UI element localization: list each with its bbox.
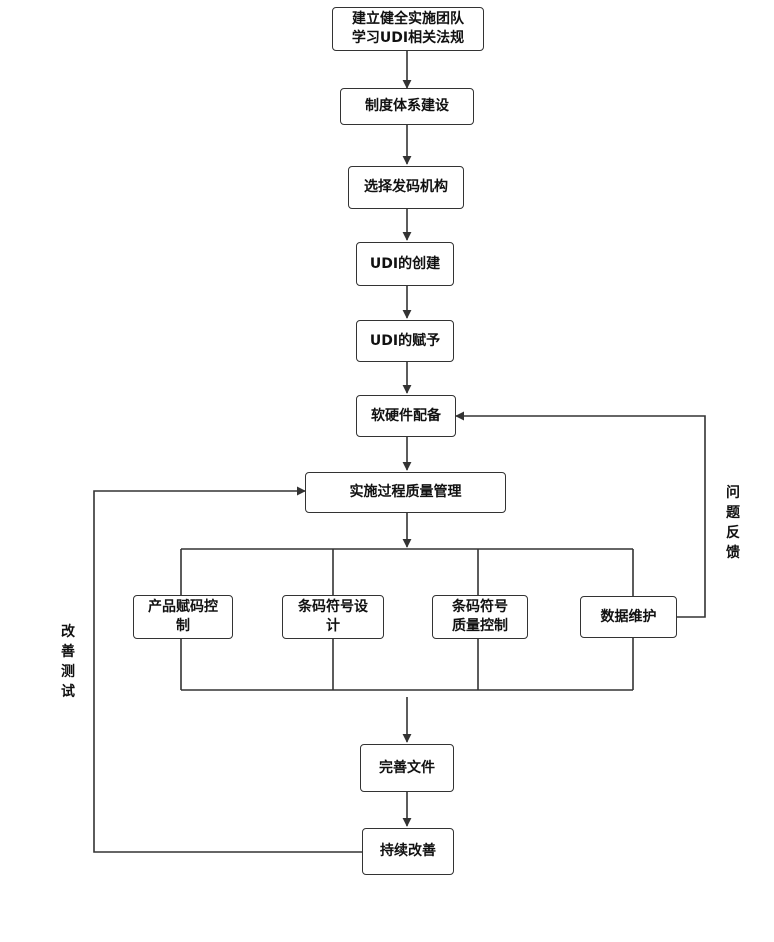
- label-feedback: 问 题 反 馈: [726, 485, 740, 561]
- node-system: 制度体系建设: [340, 88, 474, 125]
- improvement-loop-arrow: [93, 486, 362, 853]
- node-team: 建立健全实施团队 学习UDI相关法规: [332, 7, 484, 51]
- node-hardware: 软硬件配备: [356, 395, 456, 437]
- node-create: UDI的创建: [356, 242, 454, 286]
- node-quality: 实施过程质量管理: [305, 472, 506, 513]
- node-docs: 完善文件: [360, 744, 454, 792]
- node-data-maintenance: 数据维护: [580, 596, 677, 638]
- label-improvement-test: 改 善 测 试: [61, 624, 75, 700]
- node-barcode-quality-control: 条码符号 质量控制: [432, 595, 528, 639]
- node-improve: 持续改善: [362, 828, 454, 875]
- feedback-loop-arrow: [455, 411, 706, 618]
- node-barcode-design: 条码符号设 计: [282, 595, 384, 639]
- node-assign: UDI的赋予: [356, 320, 454, 362]
- node-issuer: 选择发码机构: [348, 166, 464, 209]
- node-product-coding-control: 产品赋码控 制: [133, 595, 233, 639]
